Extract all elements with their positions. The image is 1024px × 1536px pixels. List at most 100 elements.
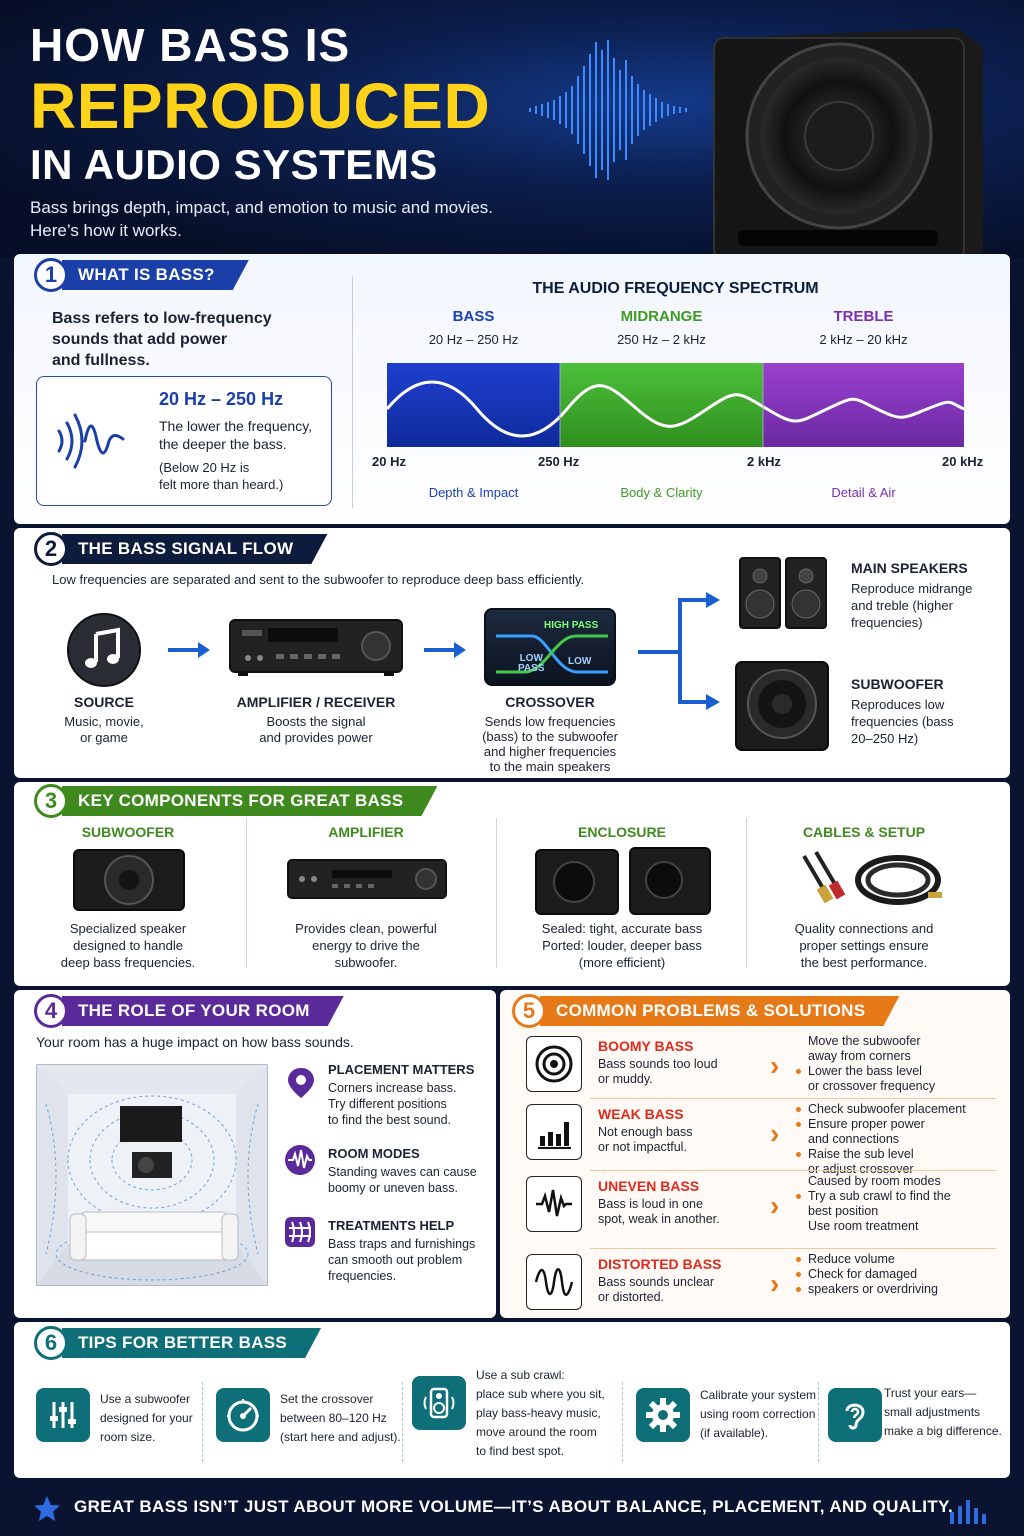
solution-line: or adjust crossover — [808, 1162, 914, 1176]
star-icon — [34, 1496, 60, 1521]
main-speakers-icon — [739, 557, 827, 629]
bass-range-desc-line: the deeper the bass. — [159, 436, 287, 452]
sound-wave-icon — [529, 40, 687, 180]
section-4-header: 4 THE ROLE OF YOUR ROOM — [34, 994, 344, 1028]
arrow-right-icon — [168, 642, 210, 658]
problem-desc-line: Bass is loud in one — [598, 1197, 703, 1211]
solution-line: Caused by room modes — [808, 1174, 941, 1188]
section-4-number: 4 — [34, 994, 68, 1028]
tip-text-line: Set the crossover — [280, 1392, 374, 1406]
crossover-high-pass-label: HIGH PASS — [544, 620, 599, 631]
level-bars-icon — [950, 1500, 986, 1524]
target-icon — [526, 1036, 582, 1092]
room-item-desc-line: boomy or uneven bass. — [328, 1181, 458, 1195]
tick-2khz: 2 kHz — [747, 454, 781, 469]
flow-amplifier-desc-line: Boosts the signal — [266, 714, 366, 729]
flow-source-desc: Music, movie, or game — [44, 714, 164, 746]
component-desc-line: proper settings ensure — [799, 938, 929, 953]
ear-icon — [828, 1388, 882, 1442]
tip-trust-ears: Trust your ears— small adjustments make … — [828, 1378, 1008, 1462]
problem-title: DISTORTED BASS — [598, 1256, 722, 1272]
component-desc-line: Sealed: tight, accurate bass — [541, 921, 703, 936]
room-item-desc-line: to find the best sound. — [328, 1113, 452, 1127]
room-item-title: PLACEMENT MATTERS — [328, 1062, 475, 1077]
bar-chart-icon — [526, 1104, 582, 1160]
problem-desc-line: Bass sounds unclear — [598, 1275, 715, 1289]
component-desc-line: Quality connections and — [794, 921, 934, 936]
spectrum-title: THE AUDIO FREQUENCY SPECTRUM — [532, 280, 819, 297]
component-title-enclosure: ENCLOSURE — [578, 824, 666, 840]
section-5-title: COMMON PROBLEMS & SOLUTIONS — [540, 996, 899, 1026]
tip-text-line: move around the room — [476, 1425, 597, 1439]
subsonic-note-line: felt more than heard.) — [159, 477, 284, 492]
component-divider — [746, 818, 747, 968]
problem-row-uneven: UNEVEN BASS Bass is loud in one spot, we… — [520, 1172, 998, 1238]
speaker-icon — [412, 1376, 466, 1430]
problem-desc-line: Not enough bass — [598, 1125, 693, 1139]
room-item-desc: Corners increase bass. Try different pos… — [328, 1080, 488, 1128]
crossover-low-label: LOW — [568, 656, 592, 667]
flow-main-speakers-name: MAIN SPEAKERS — [851, 560, 968, 576]
problem-desc-line: or distorted. — [598, 1290, 665, 1304]
section-problems-solutions: 5 COMMON PROBLEMS & SOLUTIONS BOOMY BASS… — [500, 990, 1010, 1318]
band-caption-treble: Detail & Air — [831, 485, 896, 500]
section-1-header: 1 WHAT IS BASS? — [34, 258, 249, 292]
solution-line: Check subwoofer placement — [796, 1102, 996, 1117]
flow-amplifier: AMPLIFIER / RECEIVER Boosts the signal a… — [226, 694, 406, 746]
component-desc-line: deep bass frequencies. — [60, 955, 196, 970]
enclosure-icon — [535, 847, 711, 915]
tip-crossover: Set the crossover between 80–120 Hz (sta… — [216, 1378, 406, 1462]
tip-calibrate: Calibrate your system using room correct… — [636, 1378, 822, 1462]
tip-text: Set the crossover between 80–120 Hz (sta… — [280, 1390, 401, 1447]
component-desc-line: the best performance. — [800, 955, 928, 970]
subwoofer-icon — [73, 849, 185, 911]
flow-subwoofer-desc-line: 20–250 Hz) — [851, 731, 919, 746]
component-desc-line: subwoofer. — [334, 955, 398, 970]
room-intro: Your room has a huge impact on how bass … — [36, 1034, 354, 1050]
tick-20hz: 20 Hz — [372, 454, 406, 469]
solution-line: Move the subwoofer — [808, 1034, 921, 1048]
subsonic-note-line: (Below 20 Hz is — [159, 460, 250, 475]
section-5-header: 5 COMMON PROBLEMS & SOLUTIONS — [512, 994, 899, 1028]
section-5-number: 5 — [512, 994, 546, 1028]
component-title-amplifier: AMPLIFIER — [328, 824, 404, 840]
problem-row-weak: WEAK BASS Not enough bass or not impactf… — [520, 1100, 998, 1176]
split-arrow-icon — [638, 592, 720, 710]
solution-list: Move the subwoofer away from corners Low… — [796, 1034, 996, 1094]
spectrum-band-midrange — [560, 363, 763, 447]
flow-main-speakers-desc: Reproduce midrange and treble (higher fr… — [851, 580, 1001, 631]
solution-line: Try a sub crawl to find the — [796, 1189, 996, 1204]
signal-flow-intro: Low frequencies are separated and sent t… — [52, 572, 585, 587]
tip-subwoofer-size: Use a subwoofer designed for your room s… — [36, 1378, 206, 1462]
distorted-wave-icon — [526, 1254, 582, 1310]
tip-divider — [818, 1382, 819, 1462]
solution-line: or crossover frequency — [808, 1079, 936, 1093]
component-title-subwoofer: SUBWOOFER — [81, 824, 175, 840]
solution-list: Check subwoofer placement Ensure proper … — [796, 1102, 996, 1177]
section-2-header: 2 THE BASS SIGNAL FLOW — [34, 532, 327, 566]
tip-text-line: (start here and adjust). — [280, 1430, 401, 1444]
tip-text-line: using room correction — [700, 1407, 816, 1421]
flow-source-name: SOURCE — [74, 694, 134, 710]
tip-text-line: designed for your — [100, 1411, 193, 1425]
problem-desc: Bass sounds too loud or muddy. — [598, 1057, 748, 1087]
room-item-title: ROOM MODES — [328, 1146, 420, 1161]
flow-subwoofer-desc-line: Reproduces low — [851, 697, 945, 712]
tip-text-line: to find best spot. — [476, 1444, 565, 1458]
crossover-curve-icon — [496, 634, 608, 674]
flow-crossover-desc-line: to the main speakers — [489, 759, 611, 774]
room-item-desc-line: can smooth out problem — [328, 1253, 463, 1267]
crossover-low-pass-label: LOW PASS — [518, 654, 545, 674]
tick-250hz: 250 Hz — [538, 454, 580, 469]
flow-crossover-desc-line: and higher frequencies — [483, 744, 617, 759]
band-name-treble: TREBLE — [833, 308, 894, 325]
component-title-cables: CABLES & SETUP — [802, 824, 926, 840]
bass-definition-line: and fullness. — [52, 352, 150, 369]
tip-text-line: place sub where you sit, — [476, 1387, 605, 1401]
band-caption-bass: Depth & Impact — [428, 485, 519, 500]
crossover-low-pass-line: PASS — [518, 663, 545, 674]
tip-text-line: Use a subwoofer — [100, 1392, 191, 1406]
problem-divider — [590, 1248, 996, 1249]
footer-message: GREAT BASS ISN’T JUST ABOUT MORE VOLUME—… — [74, 1497, 954, 1516]
flow-main-speakers-desc-line: Reproduce midrange — [851, 581, 973, 596]
